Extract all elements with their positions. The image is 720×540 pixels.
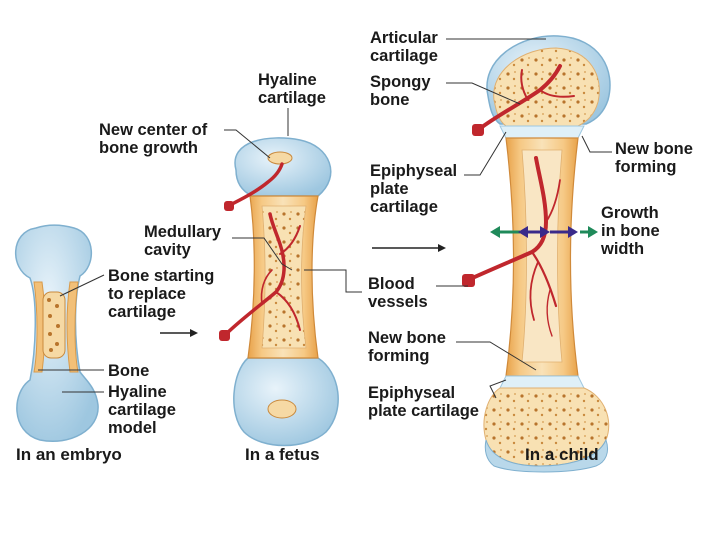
label-spongy-bone: Spongy bone (370, 73, 431, 109)
child-epiphyseal-plate-top (499, 125, 585, 139)
label-new-bone-forming-middle: New bone forming (368, 329, 446, 365)
label-growth-in-bone-width: Growth in bone width (601, 204, 660, 258)
fetus-vessel-stub-top (224, 201, 234, 211)
child-vessel-stub-top (472, 124, 484, 136)
label-epiphyseal-plate-cartilage-lower: Epiphyseal plate cartilage (368, 384, 479, 420)
embryo-bone (15, 224, 99, 442)
stage-arrows (160, 244, 446, 337)
label-bone: Bone (108, 362, 150, 380)
growth-width-arrows (490, 226, 598, 238)
label-bone-starting-to-replace: Bone starting to replace cartilage (108, 267, 215, 321)
child-epiphyseal-plate-bottom (499, 375, 585, 389)
label-new-center-bone-growth: New center of bone growth (99, 121, 208, 157)
fetus-epiphysis-top (234, 137, 332, 197)
fetus-secondary-center-top (267, 151, 293, 165)
label-hyaline-cartilage-model: Hyaline cartilage model (108, 383, 176, 437)
fetus-bone (219, 137, 339, 447)
child-articular-cartilage-bottom (484, 438, 609, 473)
caption-fetus: In a fetus (245, 445, 320, 464)
child-vessel-stub-mid (462, 274, 475, 287)
label-epiphyseal-plate-cartilage-upper: Epiphyseal plate cartilage (370, 162, 458, 216)
fetus-vessel-stub-bottom (219, 330, 230, 341)
label-medullary-cavity: Medullary cavity (144, 223, 222, 259)
label-blood-vessels: Blood vessels (368, 275, 428, 311)
label-articular-cartilage: Articular cartilage (370, 29, 438, 65)
child-blood-vessels (466, 64, 575, 337)
label-hyaline-cartilage-fetus: Hyaline cartilage (258, 71, 326, 107)
leader-lines (38, 38, 612, 399)
embryo-spongy-dots (47, 298, 60, 352)
child-bone (462, 35, 611, 473)
fetus-blood-vessels (222, 162, 301, 338)
embryo-ossification-center (42, 291, 66, 359)
fetus-secondary-center-bottom (267, 399, 297, 419)
caption-child: In a child (525, 445, 599, 464)
caption-embryo: In an embryo (16, 445, 122, 464)
label-new-bone-forming-right: New bone forming (615, 140, 693, 176)
